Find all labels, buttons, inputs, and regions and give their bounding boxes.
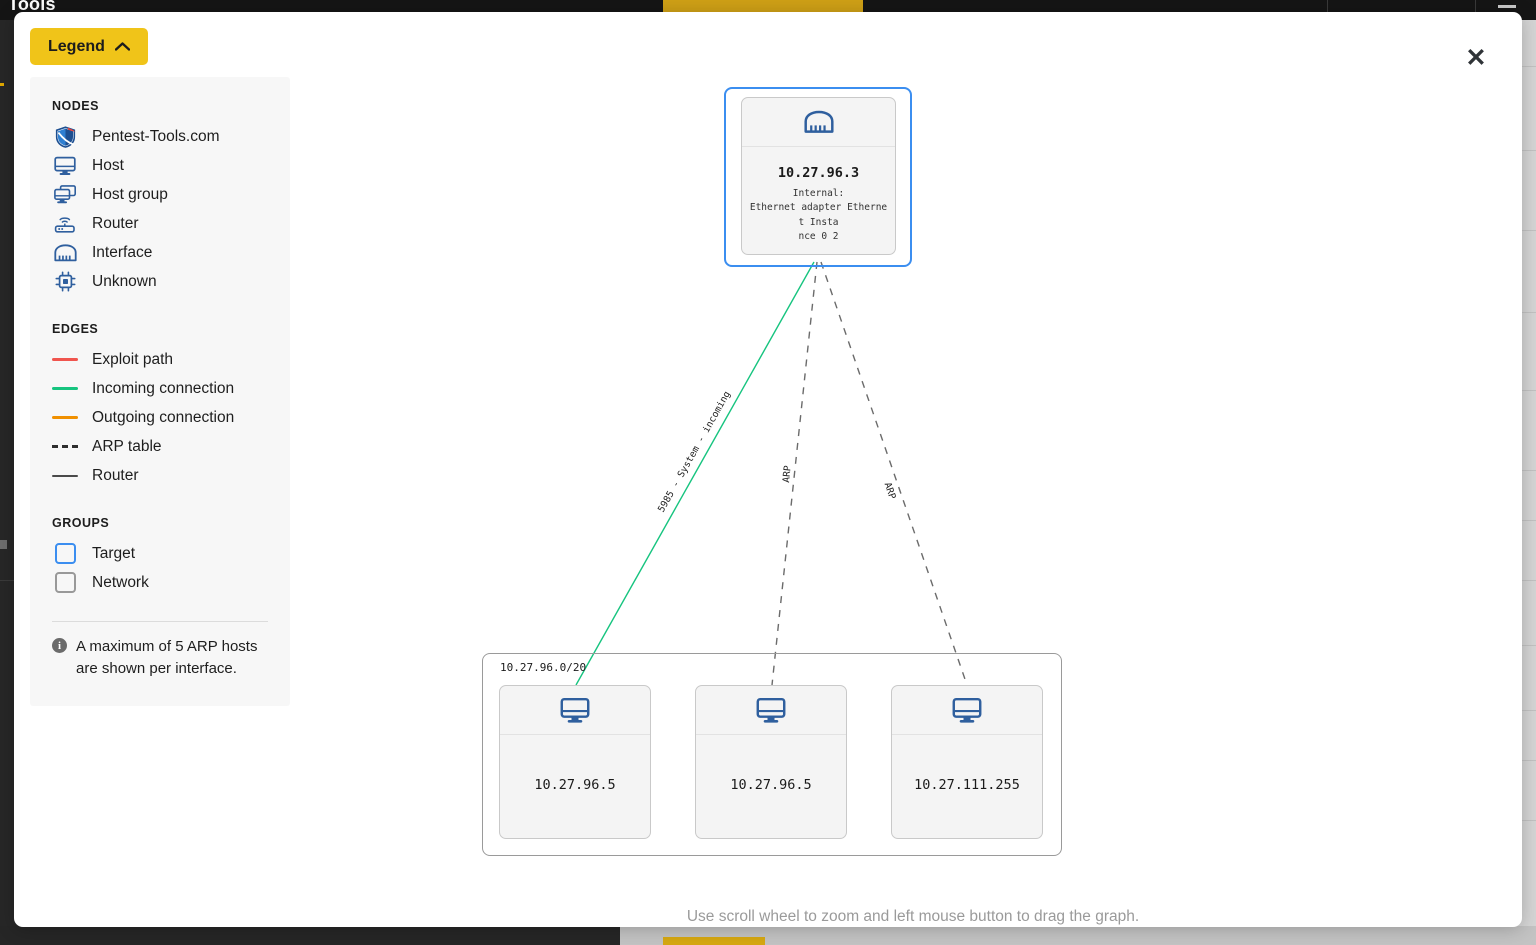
- legend-item-label: Exploit path: [92, 350, 173, 368]
- legend-section-title: GROUPS: [52, 516, 110, 530]
- ethernet-port-icon: [52, 243, 78, 262]
- shield-icon: [52, 125, 78, 148]
- square-outline-icon: [52, 543, 78, 564]
- legend-note: i A maximum of 5 ARP hosts are shown per…: [52, 636, 268, 680]
- host-node-1-title: 10.27.96.5: [534, 777, 616, 793]
- network-group-label: 10.27.96.0/20: [500, 661, 587, 674]
- legend-item-label: Incoming connection: [92, 379, 235, 397]
- background-bottom-button[interactable]: [663, 937, 765, 945]
- host-node-3-body: 10.27.111.255: [892, 735, 1042, 793]
- legend-section-title: NODES: [52, 99, 99, 113]
- ethernet-port-icon: [742, 98, 895, 147]
- legend-section-edges: EDGES Exploit path Incoming connection O…: [52, 322, 268, 490]
- line-swatch-icon: [52, 387, 78, 390]
- minimize-icon[interactable]: [1498, 5, 1516, 8]
- network-group[interactable]: [482, 653, 1062, 856]
- monitor-icon: [52, 156, 78, 176]
- legend-item-label: Host group: [92, 185, 168, 203]
- legend-item-label: Network: [92, 573, 149, 591]
- legend-item-network-group: Network: [52, 568, 268, 597]
- interface-node-subtitle: Internal: Ethernet adapter Ethernet Inst…: [749, 188, 888, 242]
- monitor-icon: [696, 686, 846, 735]
- network-graph-canvas[interactable]: 10.27.96.3 Internal: Ethernet adapter Et…: [304, 12, 1522, 927]
- legend-item-router: Router: [52, 209, 268, 238]
- target-group[interactable]: [724, 87, 912, 267]
- legend-section-nodes: NODES Pentest-Tools.com: [52, 99, 268, 296]
- legend-item-host: Host: [52, 151, 268, 180]
- legend-section-groups: GROUPS Target Network: [52, 516, 268, 597]
- graph-edges-layer: [575, 261, 968, 686]
- close-icon[interactable]: ✕: [1460, 42, 1492, 74]
- background-status-bar-dark: [0, 926, 620, 945]
- router-icon: [52, 214, 78, 234]
- interface-node-title: 10.27.96.3: [777, 165, 860, 181]
- host-node-3-title: 10.27.111.255: [914, 777, 1020, 793]
- legend-note-text: A maximum of 5 ARP hosts are shown per i…: [76, 638, 258, 677]
- legend-item-interface: Interface: [52, 238, 268, 267]
- legend-toggle-button[interactable]: Legend: [30, 28, 148, 65]
- legend-item-router-edge: Router: [52, 461, 268, 490]
- host-node-2-body: 10.27.96.5: [696, 735, 846, 793]
- edge-arp-2-line: [820, 261, 968, 686]
- edge-arp-1-label: ARP: [781, 464, 794, 484]
- legend-item-label: Router: [92, 466, 139, 484]
- host-node-1-body: 10.27.96.5: [500, 735, 650, 793]
- host-node-2-title: 10.27.96.5: [730, 777, 812, 793]
- legend-panel-wrapper: Legend NODES: [30, 28, 292, 706]
- line-swatch-icon: [52, 474, 78, 477]
- legend-item-exploit-path: Exploit path: [52, 345, 268, 374]
- edge-arp-1-line: [771, 261, 818, 686]
- legend-button-label: Legend: [48, 37, 105, 55]
- legend-item-target-group: Target: [52, 539, 268, 568]
- legend-section-title: EDGES: [52, 322, 99, 336]
- interface-node-body: 10.27.96.3 Internal: Ethernet adapter Et…: [742, 147, 895, 244]
- legend-panel: NODES Pentest-Tools.com: [30, 77, 290, 706]
- legend-item-unknown: Unknown: [52, 267, 268, 296]
- legend-divider: [52, 621, 268, 622]
- legend-item-label: ARP table: [92, 437, 162, 455]
- legend-item-incoming-connection: Incoming connection: [52, 374, 268, 403]
- background-topbar-title: Tools: [8, 0, 56, 14]
- chevron-up-icon: [114, 42, 130, 51]
- sidebar-marker: [0, 540, 7, 549]
- host-node-2[interactable]: 10.27.96.5: [695, 685, 847, 839]
- edge-incoming-line: [575, 261, 815, 686]
- line-swatch-icon: [52, 358, 78, 361]
- sidebar-accent-chip: [0, 83, 4, 86]
- legend-item-label: Unknown: [92, 272, 157, 290]
- legend-item-label: Host: [92, 156, 124, 174]
- host-node-3[interactable]: 10.27.111.255: [891, 685, 1043, 839]
- legend-item-pentest-tools: Pentest-Tools.com: [52, 122, 268, 151]
- monitor-icon: [500, 686, 650, 735]
- dashed-line-swatch-icon: [52, 445, 78, 448]
- legend-item-label: Outgoing connection: [92, 408, 235, 426]
- legend-item-label: Router: [92, 214, 139, 232]
- legend-item-label: Pentest-Tools.com: [92, 127, 220, 145]
- monitor-icon: [892, 686, 1042, 735]
- legend-item-arp-table: ARP table: [52, 432, 268, 461]
- legend-item-host-group: Host group: [52, 180, 268, 209]
- info-icon: i: [52, 638, 67, 653]
- square-outline-icon: [52, 572, 78, 593]
- network-graph-modal: ✕ Legend NODES: [14, 12, 1522, 927]
- legend-item-label: Interface: [92, 243, 153, 261]
- legend-item-outgoing-connection: Outgoing connection: [52, 403, 268, 432]
- graph-hint-text: Use scroll wheel to zoom and left mouse …: [686, 908, 1140, 925]
- chip-icon: [52, 271, 78, 292]
- interface-node[interactable]: 10.27.96.3 Internal: Ethernet adapter Et…: [741, 97, 896, 255]
- line-swatch-icon: [52, 416, 78, 419]
- legend-item-label: Target: [92, 544, 136, 562]
- host-node-1[interactable]: 10.27.96.5: [499, 685, 651, 839]
- monitor-group-icon: [52, 184, 78, 205]
